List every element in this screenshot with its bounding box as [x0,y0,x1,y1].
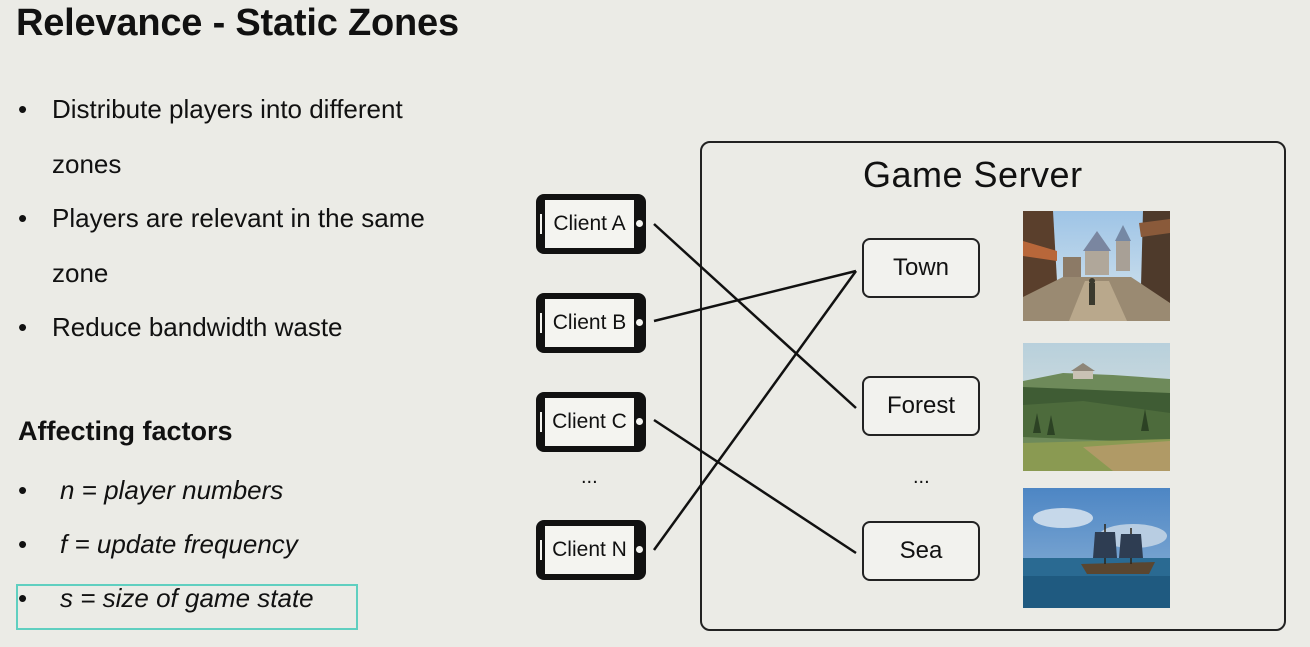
game-server-box [700,141,1286,631]
zone-forest: Forest [862,376,980,436]
highlight-box [16,584,358,630]
town-scene-image [1023,211,1170,321]
client-device: Client C [536,392,646,452]
factor-text: f = update frequency [60,529,298,559]
device-side-button [540,313,542,333]
link-client-a-forest [653,223,857,409]
factors-heading: Affecting factors [18,416,233,446]
device-port-dot [636,546,643,553]
client-ellipsis: ... [581,466,598,488]
factor-text: s = size of game state [60,583,314,613]
link-client-c-sea [653,418,857,555]
bullet-text: Players are relevant in the same [52,203,425,233]
client-label: Client C [545,398,634,446]
link-client-n-town [652,270,858,551]
zone-ellipsis: ... [913,466,930,488]
device-side-button [540,540,542,560]
device-port-dot [636,220,643,227]
zone-sea: Sea [862,521,980,581]
bullet-dot: • [18,203,28,233]
device-side-button [540,412,542,432]
bullet-dot: • [18,583,28,613]
forest-scene-image [1023,343,1170,471]
bullet-dot: • [18,94,28,124]
sea-scene-image [1023,488,1170,608]
device-port-dot [636,319,643,326]
bullet-dot: • [18,475,28,505]
client-device: Client B [536,293,646,353]
device-side-button [540,214,542,234]
bullet-text: zone [52,258,109,288]
bullet-text: Distribute players into different [52,94,403,124]
link-client-b-town [653,269,857,323]
device-port-dot [636,418,643,425]
factor-text: n = player numbers [60,475,284,505]
zone-town: Town [862,238,980,298]
bullet-dot: • [18,529,28,559]
client-device: Client A [536,194,646,254]
bullet-text: Reduce bandwidth waste [52,312,343,342]
client-device: Client N [536,520,646,580]
client-label: Client N [545,526,634,574]
client-label: Client A [545,200,634,248]
bullet-text: zones [52,149,122,179]
client-label: Client B [545,299,634,347]
slide-title: Relevance - Static Zones [16,2,459,44]
game-server-title: Game Server [863,154,1083,195]
bullet-dot: • [18,312,28,342]
